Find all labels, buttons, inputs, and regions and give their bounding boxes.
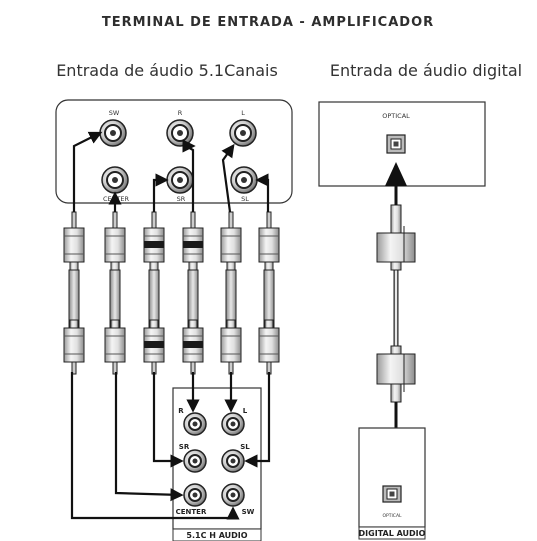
amp-jack-center: [101, 166, 129, 194]
source-jack-sw: [221, 483, 245, 507]
amp-arrows: [72, 131, 270, 213]
source-jack-center: [183, 483, 207, 507]
arrow-to-source-center: [114, 372, 184, 502]
optical-plug-top: [376, 204, 416, 271]
source-label-sw: SW: [242, 508, 255, 516]
arrow-head-up-icon: [385, 162, 407, 186]
digital-caption: DIGITAL AUDIO: [359, 529, 426, 538]
source-optical-port-icon: [382, 485, 402, 503]
amp-jack-sw: [99, 119, 127, 147]
source-jack-sl: [221, 449, 245, 473]
source-label-r: R: [178, 407, 184, 415]
source-jack-sr: [183, 449, 207, 473]
rca-cable-sw: [63, 211, 85, 375]
arrow-to-amp-r: [181, 139, 196, 212]
source-label-l: L: [243, 407, 248, 415]
rca-cable-r: [182, 211, 204, 375]
subtitle-5-1-channels: Entrada de áudio 5.1Canais: [56, 61, 278, 80]
amp-label-sl: SL: [241, 195, 249, 203]
rca-cable-center: [104, 211, 126, 375]
page-title: TERMINAL DE ENTRADA - AMPLIFICADOR: [102, 15, 434, 30]
amp-label-sr: SR: [177, 195, 186, 203]
subtitle-digital-audio: Entrada de áudio digital: [330, 61, 522, 80]
source-label-sl: SL: [240, 443, 250, 451]
rca-cable-sl: [258, 211, 280, 375]
source-optical-label: OPTICAL: [382, 513, 402, 519]
arrow-to-amp-sl: [255, 173, 270, 212]
arrow-to-source-sr: [152, 372, 184, 468]
amp-label-center: CENTER: [103, 195, 130, 203]
amp-jack-r: [166, 119, 194, 147]
amp-label-l: L: [241, 109, 245, 117]
amp-jack-l: [229, 119, 257, 147]
arrow-to-source-sw: [70, 372, 240, 520]
arrow-to-amp-sr: [152, 173, 169, 212]
source-optical-panel: [358, 427, 426, 528]
source-jack-r: [183, 412, 207, 436]
arrow-to-amp-sw: [72, 131, 103, 212]
amp-optical-port-icon: [386, 134, 406, 154]
source-jack-l: [221, 412, 245, 436]
source-arrows: [70, 372, 271, 520]
source-caption: 5.1C H AUDIO: [186, 531, 247, 540]
amp-label-sw: SW: [109, 109, 120, 117]
optical-cable: [376, 204, 416, 403]
arrow-to-amp-l: [221, 143, 235, 213]
source-label-sr: SR: [179, 443, 190, 451]
amp-optical-label: OPTICAL: [382, 112, 410, 120]
amp-jack-sr: [166, 166, 194, 194]
digital-caption-box: [358, 526, 426, 540]
amp-label-r: R: [178, 109, 183, 117]
arrow-to-source-sl: [244, 372, 271, 468]
rca-cables: [63, 211, 280, 375]
amp-jack-sl: [230, 166, 258, 194]
rca-cable-l: [220, 211, 242, 375]
optical-plug-bottom: [376, 345, 416, 403]
source-caption-box: [172, 528, 262, 541]
rca-cable-sr: [143, 211, 165, 375]
source-label-center: CENTER: [176, 508, 207, 516]
